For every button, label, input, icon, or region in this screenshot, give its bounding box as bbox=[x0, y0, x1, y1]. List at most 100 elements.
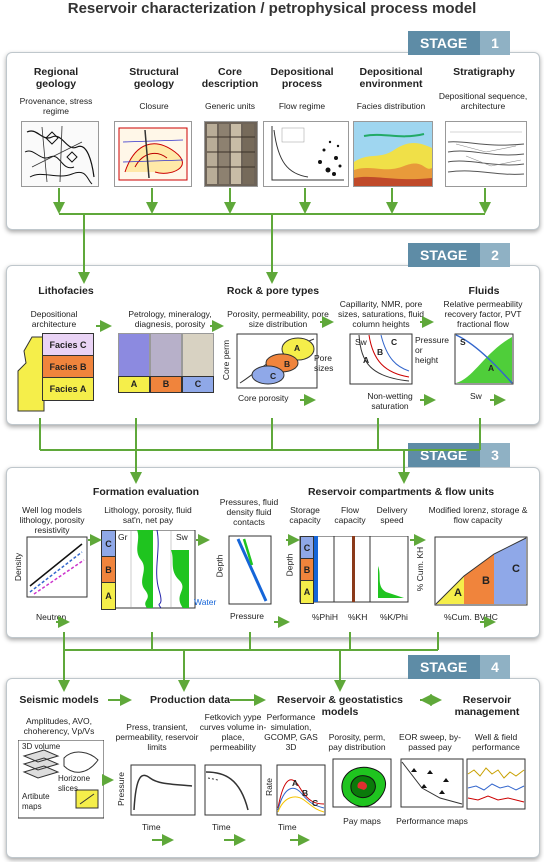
facies-b-box: Facies B bbox=[42, 355, 94, 379]
performance-maps-figure: Performance maps bbox=[390, 758, 474, 830]
structural-geology-sub: Closure bbox=[139, 101, 169, 111]
pay-maps-caption: Pay maps bbox=[343, 816, 381, 826]
fluids-chart: S A Sw bbox=[448, 333, 522, 403]
capillarity-sub: Capillarity, NMR, pore sizes, saturation… bbox=[338, 299, 424, 329]
stratigraphy-title: Stratigraphy bbox=[453, 66, 515, 78]
regional-geology-sub: Provenance, stress regime bbox=[19, 96, 93, 116]
formation-evaluation-title: Formation evaluation bbox=[92, 486, 200, 498]
petro-label-c: C bbox=[182, 376, 214, 393]
reservoir-compartments-title: Reservoir compartments & flow units bbox=[307, 486, 495, 498]
flow-unit-tracks: C B A Depth %PhiH %KH %K/Phi bbox=[284, 536, 412, 628]
core-description-photo bbox=[204, 121, 258, 187]
geostatistics-sub: Porosity, perm, pay distribution bbox=[328, 732, 386, 752]
cap-label-b: B bbox=[377, 347, 384, 357]
non-wetting-saturation-label: Non-wetting saturation bbox=[367, 391, 413, 411]
depositional-environment-map bbox=[353, 121, 433, 187]
rock-pore-types-title: Rock & pore types bbox=[226, 285, 320, 297]
eor-sub: EOR sweep, by-passed pay bbox=[399, 732, 461, 752]
storage-capacity-label: Storage capacity bbox=[289, 505, 321, 525]
cum-bvhc-axis-label: %Cum. BVHC bbox=[444, 612, 498, 622]
depositional-process-sub: Flow regime bbox=[278, 101, 326, 111]
lorenz-label-a: A bbox=[454, 587, 462, 599]
core-description-sub: Generic units bbox=[204, 101, 256, 111]
fluids-label-a: A bbox=[488, 363, 495, 373]
rc-label-c: C bbox=[300, 536, 314, 560]
rock-label-c: C bbox=[270, 371, 277, 381]
fluids-sw-axis-label: Sw bbox=[470, 391, 482, 401]
facies-c-label: Facies C bbox=[49, 340, 87, 350]
lithofacies-diagram: Facies C Facies B Facies A bbox=[12, 333, 96, 415]
facies-b-label: Facies B bbox=[49, 362, 87, 372]
cap-label-a: A bbox=[363, 355, 370, 365]
lithofacies-title: Lithofacies bbox=[38, 285, 94, 297]
water-label: Water bbox=[194, 597, 217, 607]
rc-label-a: A bbox=[300, 580, 314, 604]
facies-a-label: Facies A bbox=[49, 384, 87, 394]
structural-geology-title: Structural geology bbox=[129, 66, 179, 90]
seismic-models-title: Seismic models bbox=[19, 694, 99, 706]
fe-label-a: A bbox=[101, 582, 116, 610]
regional-geology-title: Regional geology bbox=[33, 66, 79, 90]
neutron-axis-label: Neutron bbox=[36, 612, 67, 622]
lorenz-chart: A B C % Cum. KH %Cum. BVHC bbox=[415, 536, 532, 628]
stage-number: 4 bbox=[480, 655, 510, 679]
pressure-depth-chart: Depth Water Pressure bbox=[194, 535, 288, 625]
reservoir-management-sub: Well & field performance bbox=[472, 732, 520, 752]
petrology-sub: Petrology, mineralogy, diagnesis, porosi… bbox=[128, 309, 212, 329]
performance-chart: A B C Rate Time bbox=[264, 764, 328, 834]
gr-label: Gr bbox=[118, 532, 128, 542]
performance-simulation-sub: Performance simulation, GCOMP, GAS 3D bbox=[264, 712, 318, 752]
production-data-sub: Press, transient, permeability, reservoi… bbox=[115, 722, 199, 752]
perf-label-a: A bbox=[292, 778, 299, 788]
formation-evaluation-sub: Lithology, porosity, fluid sat'n, net pa… bbox=[104, 505, 192, 525]
thin-section-a bbox=[118, 333, 150, 377]
rock-label-b: B bbox=[284, 359, 291, 369]
delivery-speed-label: Delivery speed bbox=[376, 505, 408, 525]
depositional-process-chart bbox=[263, 121, 349, 187]
perf-label-c: C bbox=[312, 798, 319, 808]
depositional-environment-sub: Facies distribution bbox=[356, 101, 426, 111]
fetkovich-time-axis-label: Time bbox=[212, 822, 231, 832]
well-log-chart: Density Neutron bbox=[12, 536, 92, 626]
regional-geology-map bbox=[21, 121, 99, 187]
well-log-models-sub: Well log models lithology, porosity resi… bbox=[19, 505, 85, 535]
stage-number: 1 bbox=[480, 31, 510, 55]
petro-label-b: B bbox=[150, 376, 182, 393]
stage-2-tab: STAGE 2 bbox=[408, 243, 510, 267]
horizone-slices-label: Horizone slices bbox=[58, 774, 91, 793]
3d-volume-label: 3D volume bbox=[22, 742, 61, 751]
performance-maps-caption: Performance maps bbox=[396, 816, 468, 826]
stage-number: 3 bbox=[480, 443, 510, 467]
stage-4-tab: STAGE 4 bbox=[408, 655, 510, 679]
pay-maps-figure: Pay maps bbox=[330, 758, 394, 830]
production-data-title: Production data bbox=[150, 694, 230, 706]
stage-label: STAGE bbox=[420, 35, 468, 51]
seismic-models-diagram: 3D volume Horizone slices Artibute maps bbox=[18, 740, 104, 820]
sw-label: Sw bbox=[355, 337, 367, 347]
facies-a-box: Facies A bbox=[42, 377, 94, 401]
formation-evaluation-log: C B A Gr Sw bbox=[101, 530, 197, 610]
page-title: Reservoir characterization / petrophysic… bbox=[67, 0, 477, 17]
fetkovich-chart: Time bbox=[200, 764, 266, 834]
pressure-axis-label: Pressure bbox=[230, 611, 265, 621]
pore-sizes-label: Pore sizes bbox=[314, 353, 334, 373]
flow-capacity-label: Flow capacity bbox=[334, 505, 366, 525]
production-time-axis-label: Time bbox=[142, 822, 161, 832]
thin-section-b bbox=[150, 333, 182, 377]
rock-pore-types-sub: Porosity, permeability, pore size distri… bbox=[227, 309, 329, 329]
depositional-environment-title: Depositional environment bbox=[359, 66, 423, 90]
depositional-process-title: Depositional process bbox=[270, 66, 334, 90]
kh-axis-label: %KH bbox=[348, 612, 368, 622]
core-porosity-axis-label: Core porosity bbox=[238, 393, 289, 403]
lorenz-label-b: B bbox=[482, 575, 490, 587]
petrology-thin-sections: A B C bbox=[118, 333, 214, 393]
sw-curve-label: Sw bbox=[176, 532, 188, 542]
facies-c-box: Facies C bbox=[42, 333, 94, 357]
kphi-axis-label: %K/Phi bbox=[380, 612, 408, 622]
fluids-title: Fluids bbox=[468, 285, 500, 297]
stage-1-tab: STAGE 1 bbox=[408, 31, 510, 55]
lorenz-label-c: C bbox=[512, 563, 520, 575]
well-field-performance-chart bbox=[466, 758, 528, 814]
perf-label-b: B bbox=[302, 788, 309, 798]
